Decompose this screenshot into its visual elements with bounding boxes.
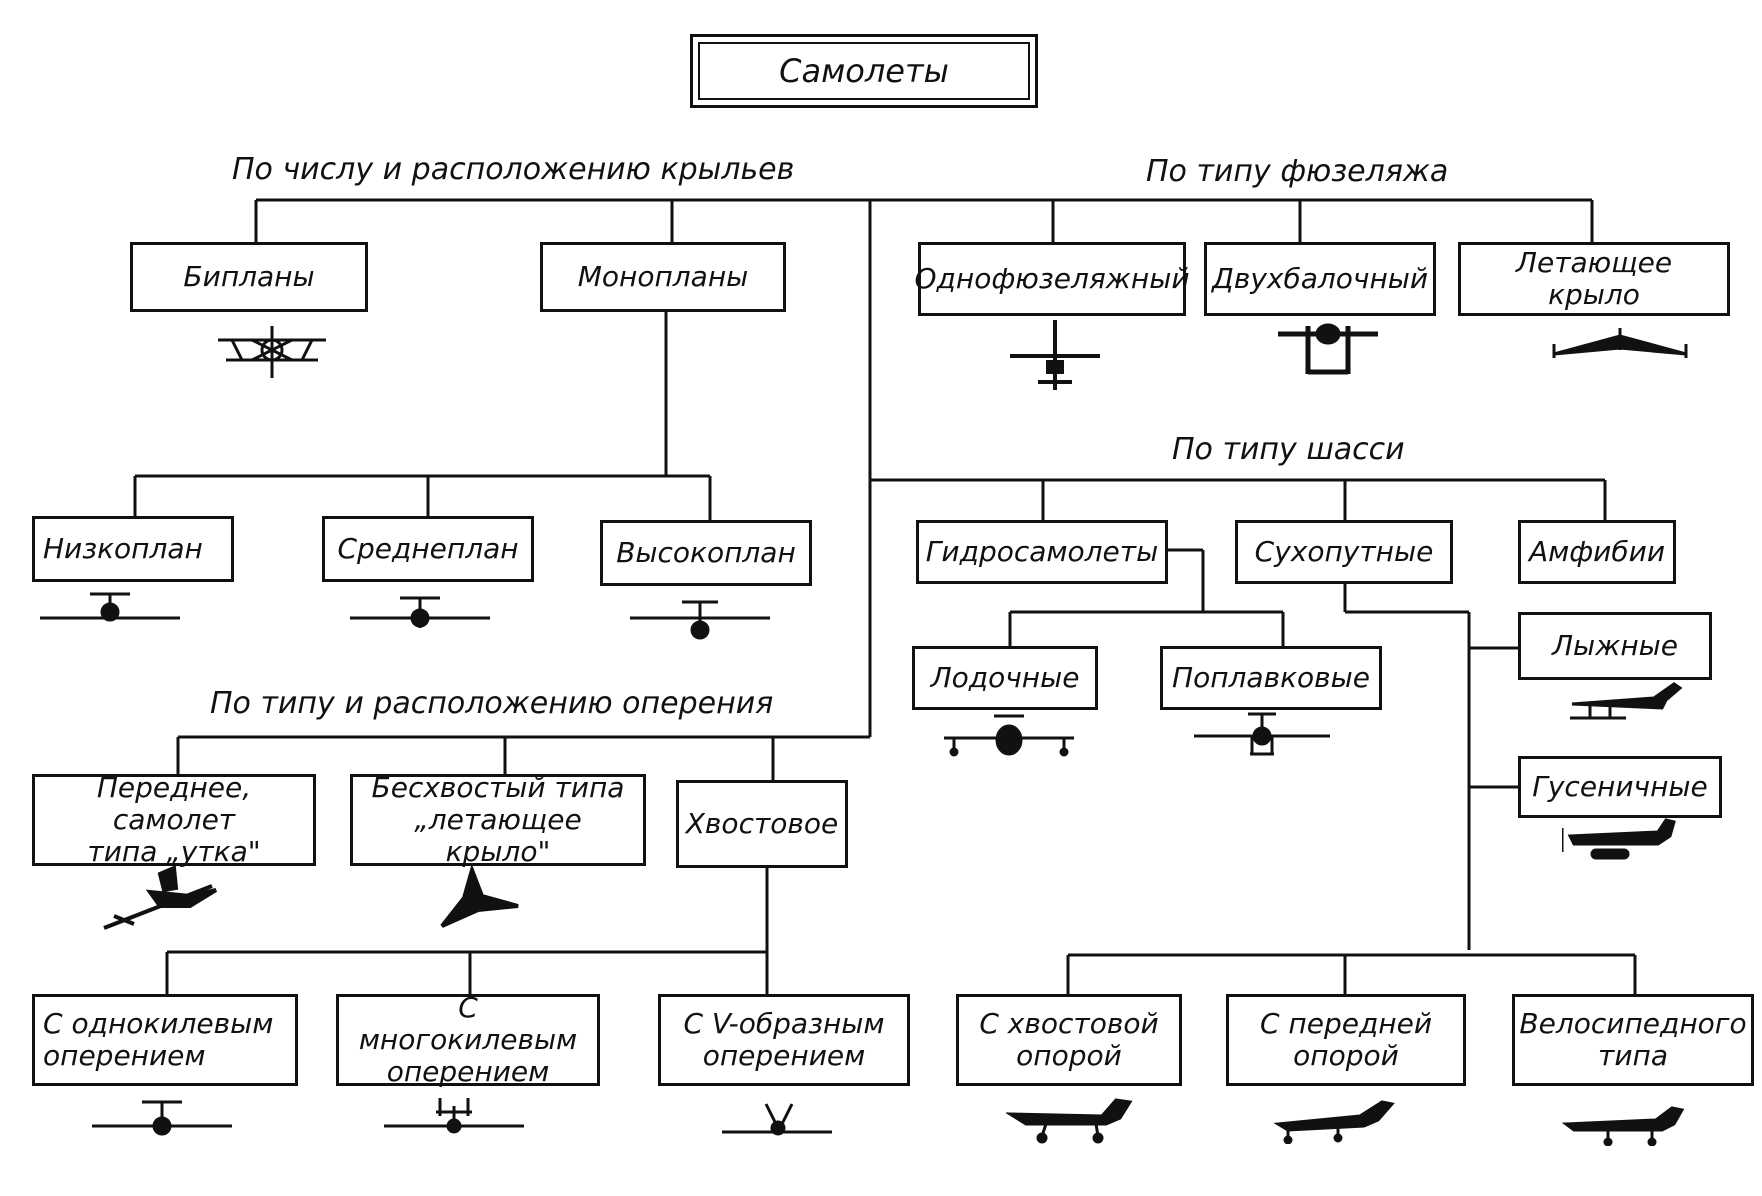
biplane-icon bbox=[218, 326, 326, 378]
node-tail-support: С хвостовой опорой bbox=[956, 994, 1182, 1086]
node-multi-fin: С многокилевым оперением bbox=[336, 992, 600, 1088]
node-single-fin: С однокилевым оперением bbox=[32, 994, 298, 1086]
multi-fin-plane-icon bbox=[384, 1098, 524, 1134]
node-seaplanes: Гидросамолеты bbox=[916, 520, 1168, 584]
flying-wing-plane-icon bbox=[1552, 328, 1688, 358]
node-v-tail: С V-образным оперением bbox=[658, 994, 910, 1086]
canard-plane-icon bbox=[103, 866, 218, 930]
node-land: Сухопутные bbox=[1235, 520, 1453, 584]
node-biplanes: Бипланы bbox=[130, 242, 368, 312]
nose-wheel-plane-icon bbox=[1274, 1100, 1395, 1144]
ski-plane-icon bbox=[1570, 682, 1683, 720]
twin-boom-plane-icon bbox=[1278, 323, 1378, 375]
float-plane-icon bbox=[1194, 712, 1330, 756]
category-fuselage: По типу фюзеляжа bbox=[1146, 154, 1449, 189]
title-frame: Самолеты bbox=[690, 34, 1038, 108]
node-tailless: Бесхвостый типа „летающее крыло" bbox=[350, 772, 646, 868]
node-high-wing: Высокоплан bbox=[600, 520, 812, 586]
node-front-support: С передней опорой bbox=[1226, 994, 1466, 1086]
category-tail: По типу и расположению оперения bbox=[210, 686, 774, 721]
tailless-plane-icon bbox=[440, 866, 519, 928]
node-amphibians: Амфибии bbox=[1518, 520, 1676, 584]
flying-boat-icon bbox=[944, 714, 1074, 757]
node-boat: Лодочные bbox=[912, 646, 1098, 710]
node-single-fuselage: Однофюзеляжный bbox=[914, 242, 1190, 316]
node-tail-aft: Хвостовое bbox=[676, 780, 848, 868]
node-monoplanes: Монопланы bbox=[540, 242, 786, 312]
node-mid-wing: Среднеплан bbox=[322, 516, 534, 582]
tracked-plane-icon bbox=[1562, 818, 1676, 860]
category-chassis: По типу шасси bbox=[1172, 432, 1405, 467]
node-twin-boom: Двухбалочный bbox=[1204, 242, 1436, 316]
high-wing-plane-icon bbox=[630, 600, 770, 640]
node-low-wing: Низкоплан bbox=[32, 516, 234, 582]
mid-wing-plane-icon bbox=[350, 596, 490, 628]
node-flying-wing: Летающее крыло bbox=[1458, 242, 1730, 316]
low-wing-plane-icon bbox=[40, 592, 180, 622]
node-canard: Переднее, самолет типа „утка" bbox=[32, 772, 316, 868]
node-tracked: Гусеничные bbox=[1518, 756, 1722, 818]
node-bicycle: Велосипедного типа bbox=[1512, 994, 1754, 1086]
bicycle-gear-plane-icon bbox=[1562, 1106, 1685, 1146]
node-float: Поплавковые bbox=[1160, 646, 1382, 710]
tail-wheel-plane-icon bbox=[1006, 1098, 1133, 1144]
v-tail-plane-icon bbox=[722, 1103, 832, 1136]
node-ski: Лыжные bbox=[1518, 612, 1712, 680]
single-fin-plane-icon bbox=[92, 1100, 232, 1136]
diagram-title: Самолеты bbox=[698, 42, 1030, 100]
single-fuselage-plane-icon bbox=[1010, 320, 1100, 390]
category-wings: По числу и расположению крыльев bbox=[232, 152, 795, 187]
